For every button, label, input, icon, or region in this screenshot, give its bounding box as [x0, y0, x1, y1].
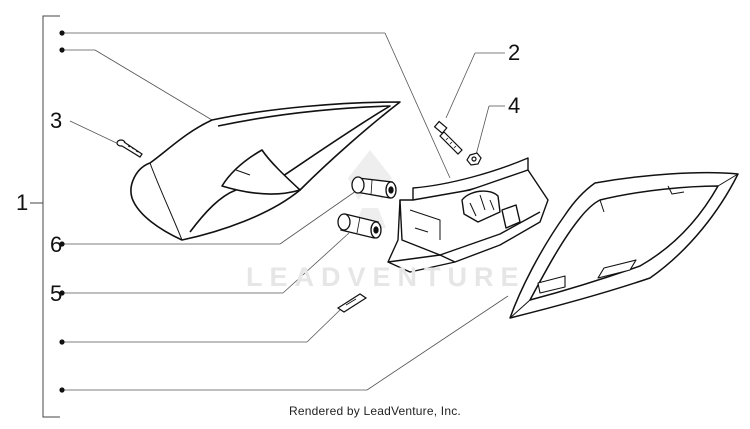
- callout-3: 3: [50, 108, 63, 133]
- leader-dots: [59, 30, 65, 393]
- leader-lines: [62, 32, 509, 391]
- callout-6: 6: [50, 232, 63, 257]
- assembly-bracket: [30, 15, 60, 418]
- callout-1: 1: [16, 190, 29, 215]
- bushing-part: [337, 213, 382, 239]
- tail-cover-part: [130, 101, 401, 241]
- light-housing-part: [387, 157, 549, 273]
- callout-2: 2: [508, 40, 521, 65]
- clip-part: [336, 293, 368, 313]
- watermark-text: LEADVENTURE: [246, 262, 526, 292]
- callout-4: 4: [508, 93, 521, 118]
- bolt-part: [433, 120, 463, 155]
- callout-5: 5: [50, 281, 63, 306]
- bushing-part: [351, 176, 397, 199]
- render-credit: Rendered by LeadVenture, Inc.: [289, 404, 461, 418]
- lens-frame-part: [509, 171, 739, 319]
- screw-part: [116, 139, 143, 158]
- nut-part: [466, 152, 482, 166]
